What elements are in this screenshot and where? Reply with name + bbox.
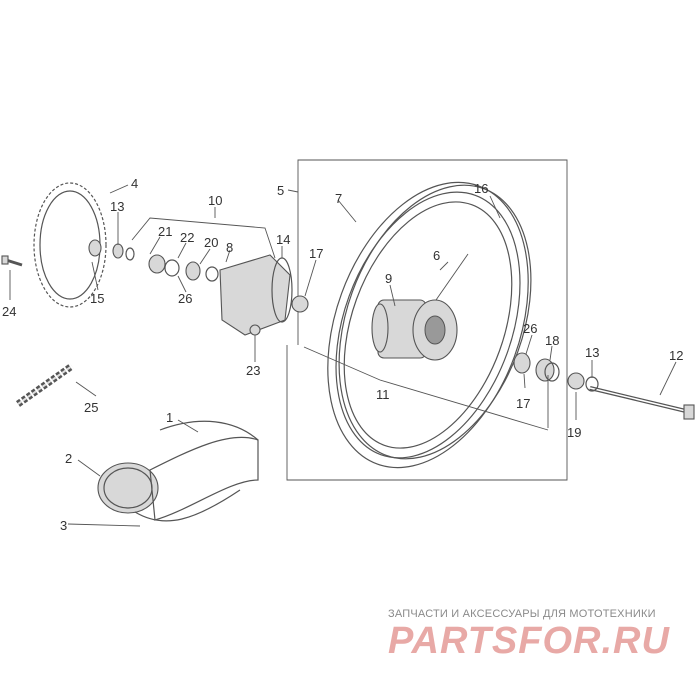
spokes bbox=[435, 253, 469, 301]
carrier-bearings bbox=[112, 243, 309, 336]
callout-25: 25 bbox=[84, 400, 98, 415]
callout-3: 3 bbox=[60, 518, 67, 533]
callout-14: 14 bbox=[276, 232, 290, 247]
wheel-assembly-frame bbox=[286, 159, 568, 481]
leader-lines bbox=[9, 184, 677, 527]
tyre-tube bbox=[97, 420, 259, 522]
callout-13-right: 13 bbox=[585, 345, 599, 360]
callout-22: 22 bbox=[180, 230, 194, 245]
rim bbox=[327, 181, 532, 469]
callout-12: 12 bbox=[669, 348, 683, 363]
callout-11: 11 bbox=[376, 387, 390, 402]
axle bbox=[589, 386, 695, 420]
callout-2: 2 bbox=[65, 451, 72, 466]
chain bbox=[15, 363, 75, 407]
callout-23: 23 bbox=[246, 363, 260, 378]
callout-17-right: 17 bbox=[516, 396, 530, 411]
sprocket-bolt bbox=[1, 255, 23, 267]
callout-17: 17 bbox=[309, 246, 323, 261]
callout-20: 20 bbox=[204, 235, 218, 250]
callout-19: 19 bbox=[567, 425, 581, 440]
callout-16: 16 bbox=[474, 181, 488, 196]
callout-26: 26 bbox=[178, 291, 192, 306]
callout-24: 24 bbox=[2, 304, 16, 319]
sprocket bbox=[33, 182, 107, 308]
callout-21: 21 bbox=[158, 224, 172, 239]
watermark: ЗАПЧАСТИ И АКСЕССУАРЫ ДЛЯ МОТОТЕХНИКИ PA… bbox=[388, 608, 670, 662]
callout-labels: 4 13 10 21 22 20 8 14 17 26 23 15 24 25 … bbox=[2, 176, 683, 533]
callout-7: 7 bbox=[335, 191, 342, 206]
watermark-logo: PARTSFOR.RU bbox=[388, 620, 670, 662]
callout-1: 1 bbox=[166, 410, 173, 425]
callout-13: 13 bbox=[110, 199, 124, 214]
callout-8: 8 bbox=[226, 240, 233, 255]
sprocket-carrier bbox=[219, 254, 293, 336]
callout-5: 5 bbox=[277, 183, 284, 198]
callout-10: 10 bbox=[208, 193, 222, 208]
callout-26-right: 26 bbox=[523, 321, 537, 336]
callout-4: 4 bbox=[131, 176, 138, 191]
watermark-caption: ЗАПЧАСТИ И АКСЕССУАРЫ ДЛЯ МОТОТЕХНИКИ bbox=[388, 608, 656, 620]
callout-18: 18 bbox=[545, 333, 559, 348]
callout-6: 6 bbox=[433, 248, 440, 263]
callout-15: 15 bbox=[90, 291, 104, 306]
wheel-hub bbox=[371, 299, 458, 361]
callout-9: 9 bbox=[385, 271, 392, 286]
